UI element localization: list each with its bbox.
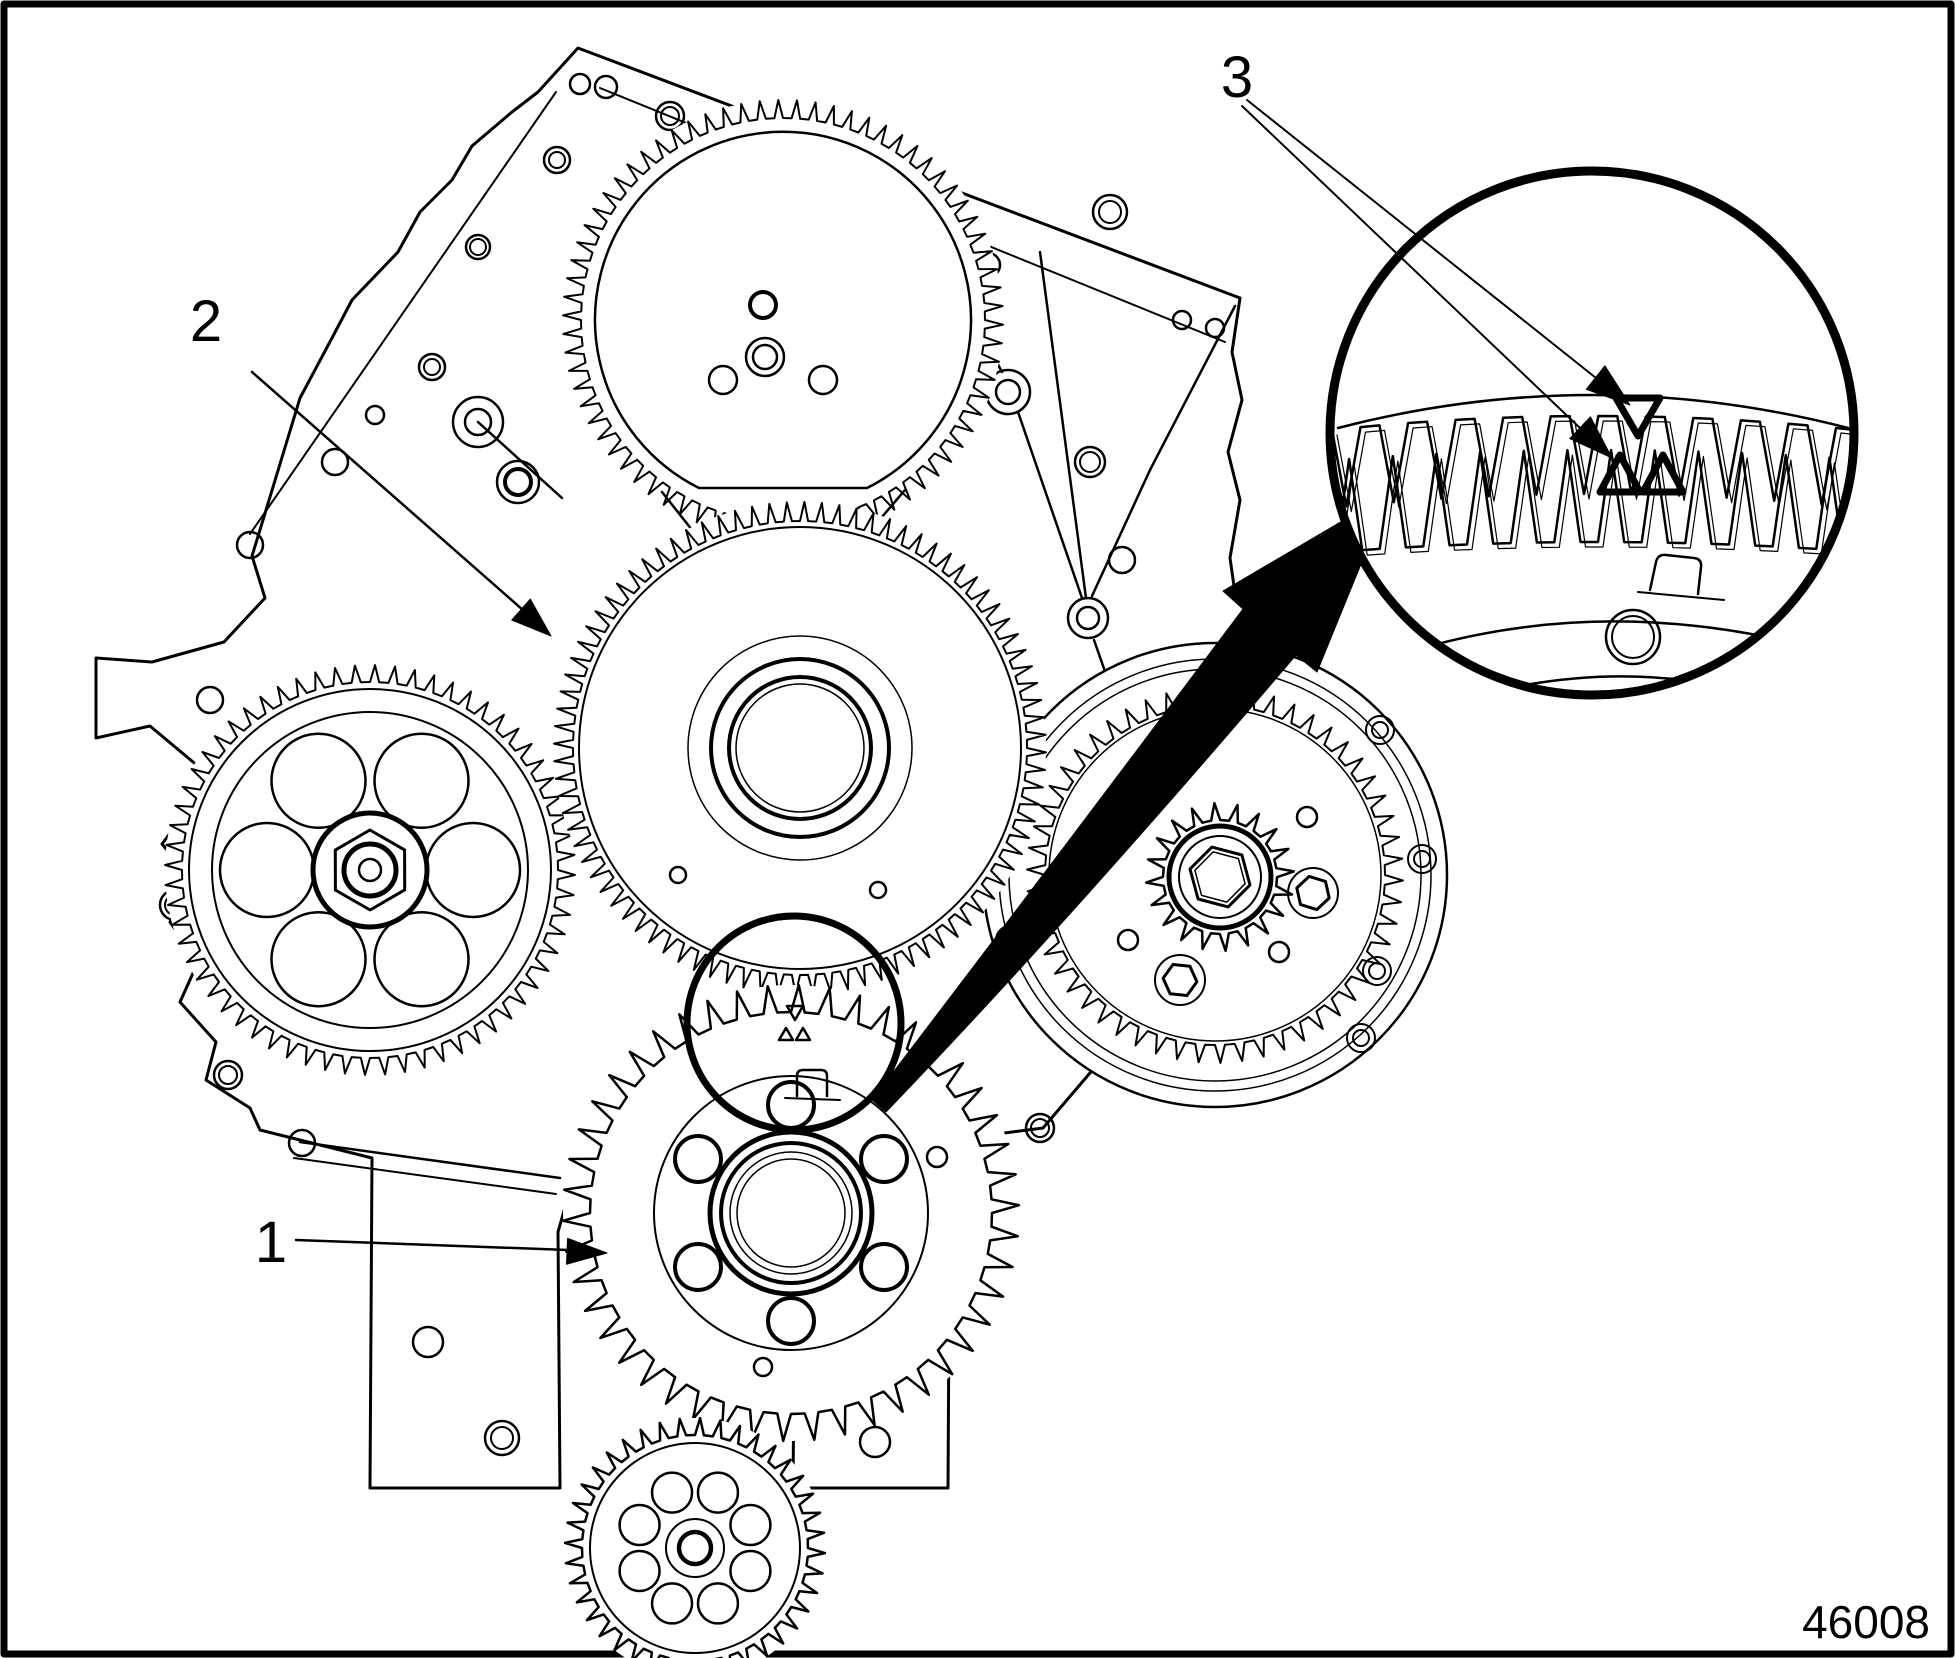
accessory-drive-gear — [164, 664, 576, 1076]
callout-3-label: 3 — [1221, 45, 1253, 110]
fuel-pump-drive-gear — [981, 641, 1449, 1109]
callout-1-label: 1 — [255, 1210, 287, 1275]
mesh-highlight-circle — [683, 912, 905, 1134]
camshaft-idler-gear — [562, 99, 1004, 542]
oil-pump-drive-gear — [563, 1416, 827, 1658]
adjustable-idler-gear — [553, 501, 1047, 995]
timing-mesh-marks — [777, 1004, 812, 1042]
figure-number: 46008 — [1802, 1596, 1930, 1648]
crankshaft-timing-gear — [561, 983, 1021, 1443]
magnify-arrow-icon — [871, 492, 1391, 1113]
callout-leader-arrows — [250, 99, 1631, 1265]
crank-gear-timing-mark-icon — [1596, 451, 1644, 496]
idler-gear-timing-mark-icon — [1612, 394, 1664, 440]
callout-2-label: 2 — [190, 289, 222, 354]
